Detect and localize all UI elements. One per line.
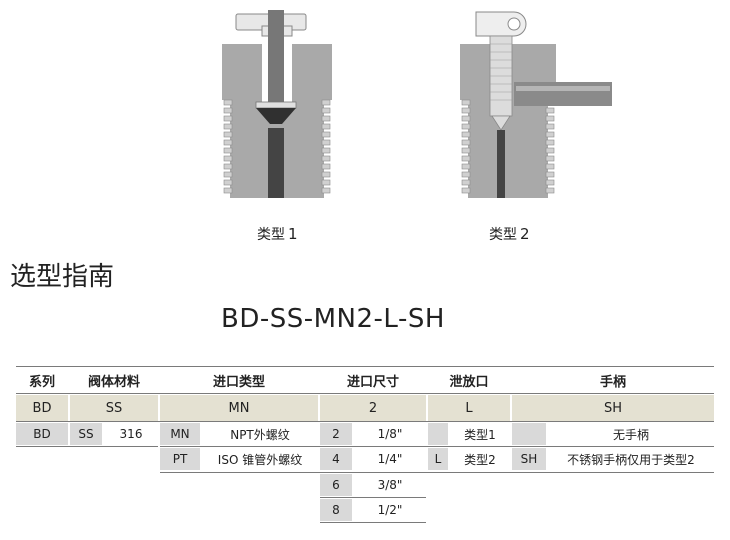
table-rule-bottom (320, 522, 426, 523)
table-rule-row1b (160, 446, 714, 447)
handle-code (512, 423, 546, 445)
valve-type-1-illustration (222, 10, 332, 198)
table-rule-row1 (16, 446, 158, 447)
inlet-type-code: MN (160, 423, 200, 445)
table-rule-selection (16, 421, 714, 422)
figure-2-caption-text: 类型 (489, 227, 517, 243)
material-desc: 316 (104, 423, 158, 445)
inlet-size-code: 4 (320, 448, 352, 470)
header-inlet-size: 进口尺寸 (320, 367, 426, 393)
selection-inlet-size: 2 (320, 395, 426, 421)
figure-1-caption-number: 1 (288, 225, 298, 243)
vent-desc: 类型2 (450, 448, 510, 470)
table-rule-row2 (160, 472, 714, 473)
inlet-size-desc: 1/8" (354, 423, 426, 445)
inlet-size-code: 8 (320, 499, 352, 521)
valve-type-2-illustration (460, 11, 612, 198)
header-series: 系列 (16, 367, 68, 393)
section-title: 选型指南 (10, 262, 115, 292)
vent-desc: 类型1 (450, 423, 510, 445)
inlet-type-desc: NPT外螺纹 (202, 423, 318, 445)
selection-inlet-type: MN (160, 395, 318, 421)
figure-2-caption-number: 2 (520, 225, 530, 243)
inlet-size-desc: 1/2" (354, 499, 426, 521)
header-inlet-type: 进口类型 (160, 367, 318, 393)
selection-handle: SH (512, 395, 714, 421)
vent-code (428, 423, 448, 445)
vent-code: L (428, 448, 448, 470)
inlet-size-code: 6 (320, 474, 352, 496)
selection-vent: L (428, 395, 510, 421)
table-rule-header (16, 393, 714, 394)
inlet-size-desc: 1/4" (354, 448, 426, 470)
selection-series: BD (16, 395, 68, 421)
table-rule-row3 (320, 497, 426, 498)
figure-type-1 (212, 0, 342, 205)
inlet-size-desc: 3/8" (354, 474, 426, 496)
model-code: BD-SS-MN2-L-SH (221, 304, 445, 334)
selection-material: SS (70, 395, 158, 421)
inlet-size-code: 2 (320, 423, 352, 445)
series-code: BD (16, 423, 68, 445)
table-rule-top (16, 366, 714, 367)
inlet-type-desc: ISO 锥管外螺纹 (202, 448, 318, 470)
figure-1-caption-text: 类型 (257, 227, 285, 243)
header-material: 阀体材料 (70, 367, 158, 393)
material-code: SS (70, 423, 102, 445)
handle-desc: 不锈钢手柄仅用于类型2 (548, 448, 714, 470)
handle-code: SH (512, 448, 546, 470)
header-handle: 手柄 (512, 367, 714, 393)
handle-desc: 无手柄 (548, 423, 714, 445)
inlet-type-code: PT (160, 448, 200, 470)
figure-type-2 (452, 0, 622, 205)
header-vent: 泄放口 (428, 367, 510, 393)
